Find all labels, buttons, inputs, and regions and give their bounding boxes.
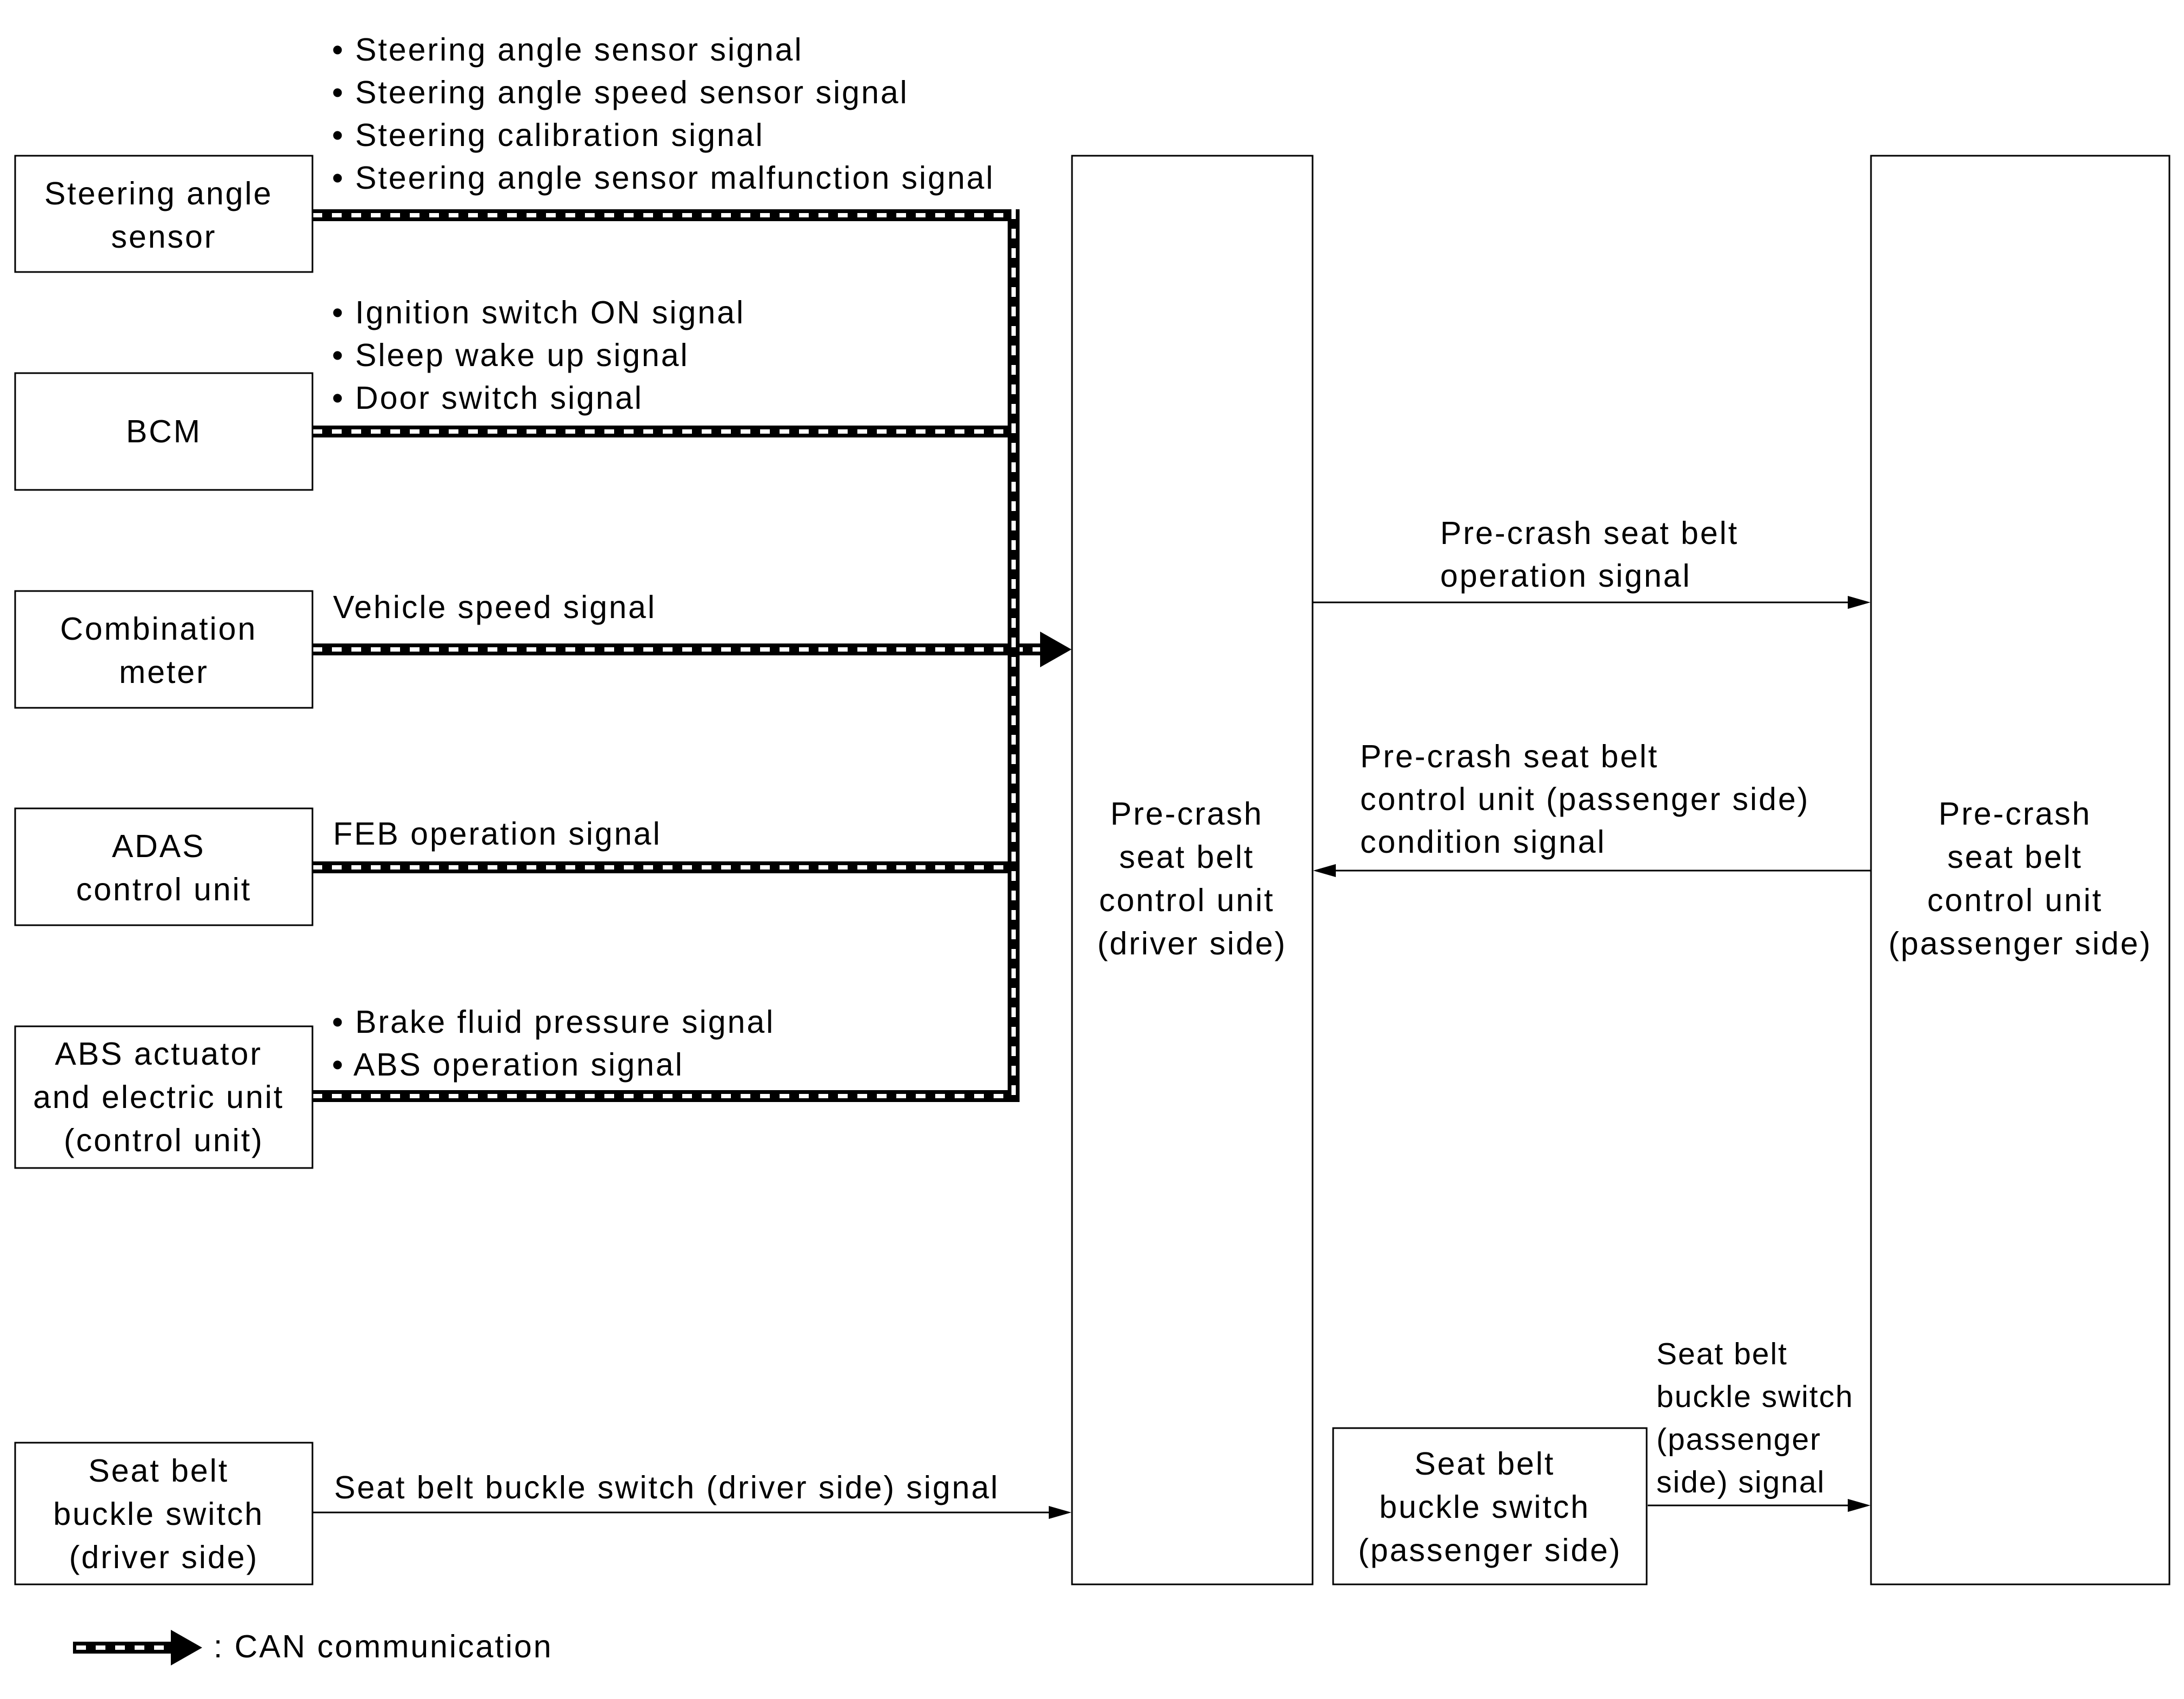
operation-signal-arrowhead bbox=[1848, 596, 1870, 609]
signal-labels: • Steering angle sensor signal • Steerin… bbox=[332, 32, 1863, 1505]
combination-meter-box bbox=[14, 590, 314, 709]
seat-belt-buckle-passenger-label: Seat belt buckle switch (passenger side) bbox=[1358, 1446, 1621, 1568]
steering-angle-sensor-box bbox=[14, 155, 314, 273]
bcm-label: BCM bbox=[126, 414, 202, 449]
buckle-driver-signal-arrowhead bbox=[1049, 1506, 1071, 1519]
legend-arrowhead bbox=[171, 1630, 202, 1665]
bcm-signals-label: • Ignition switch ON signal • Sleep wake… bbox=[332, 295, 755, 416]
operation-signal-label: Pre-crash seat belt operation signal bbox=[1440, 515, 1749, 594]
component-labels: Steering angle sensor BCM Combination me… bbox=[33, 176, 2152, 1575]
abs-actuator-box bbox=[14, 1025, 314, 1169]
can-communication-lines bbox=[312, 209, 1071, 1102]
meter-signal-label: Vehicle speed signal bbox=[333, 589, 656, 625]
condition-signal-arrowhead bbox=[1313, 864, 1336, 877]
pre-crash-driver-box bbox=[1071, 155, 1314, 1585]
pre-crash-passenger-label: Pre-crash seat belt control unit (passen… bbox=[1888, 796, 2152, 961]
component-boxes bbox=[14, 155, 2170, 1585]
adas-control-unit-box bbox=[14, 807, 314, 926]
adas-signal-label: FEB operation signal bbox=[333, 816, 662, 852]
seat-belt-buckle-passenger-box bbox=[1332, 1427, 1648, 1585]
seat-belt-buckle-driver-label: Seat belt buckle switch (driver side) bbox=[53, 1453, 274, 1575]
buckle-driver-signal-label: Seat belt buckle switch (driver side) si… bbox=[334, 1470, 1000, 1505]
adas-control-unit-label: ADAS control unit bbox=[76, 828, 252, 907]
buckle-passenger-signal-label: Seat belt buckle switch (passenger side)… bbox=[1656, 1337, 1863, 1499]
seat-belt-buckle-driver-box bbox=[14, 1442, 314, 1585]
can-communication-legend-icon bbox=[73, 1630, 202, 1665]
pre-crash-driver-label: Pre-crash seat belt control unit (driver… bbox=[1097, 796, 1287, 961]
signal-wires bbox=[312, 596, 1870, 1519]
buckle-passenger-signal-arrowhead bbox=[1848, 1499, 1870, 1512]
condition-signal-label: Pre-crash seat belt control unit (passen… bbox=[1360, 739, 1820, 860]
steering-angle-sensor-label: Steering angle sensor bbox=[44, 176, 283, 255]
legend: : CAN communication bbox=[73, 1629, 553, 1665]
bcm-box bbox=[14, 372, 314, 491]
legend-label: : CAN communication bbox=[214, 1629, 553, 1664]
combination-meter-label: Combination meter bbox=[60, 611, 268, 690]
abs-actuator-label: ABS actuator and electric unit (control … bbox=[33, 1036, 295, 1158]
can-to-driver-unit-arrowhead bbox=[1040, 632, 1071, 667]
steering-signals-label: • Steering angle sensor signal • Steerin… bbox=[332, 32, 995, 196]
pre-crash-passenger-box bbox=[1870, 155, 2170, 1585]
abs-signals-label: • Brake fluid pressure signal • ABS oper… bbox=[332, 1004, 785, 1083]
